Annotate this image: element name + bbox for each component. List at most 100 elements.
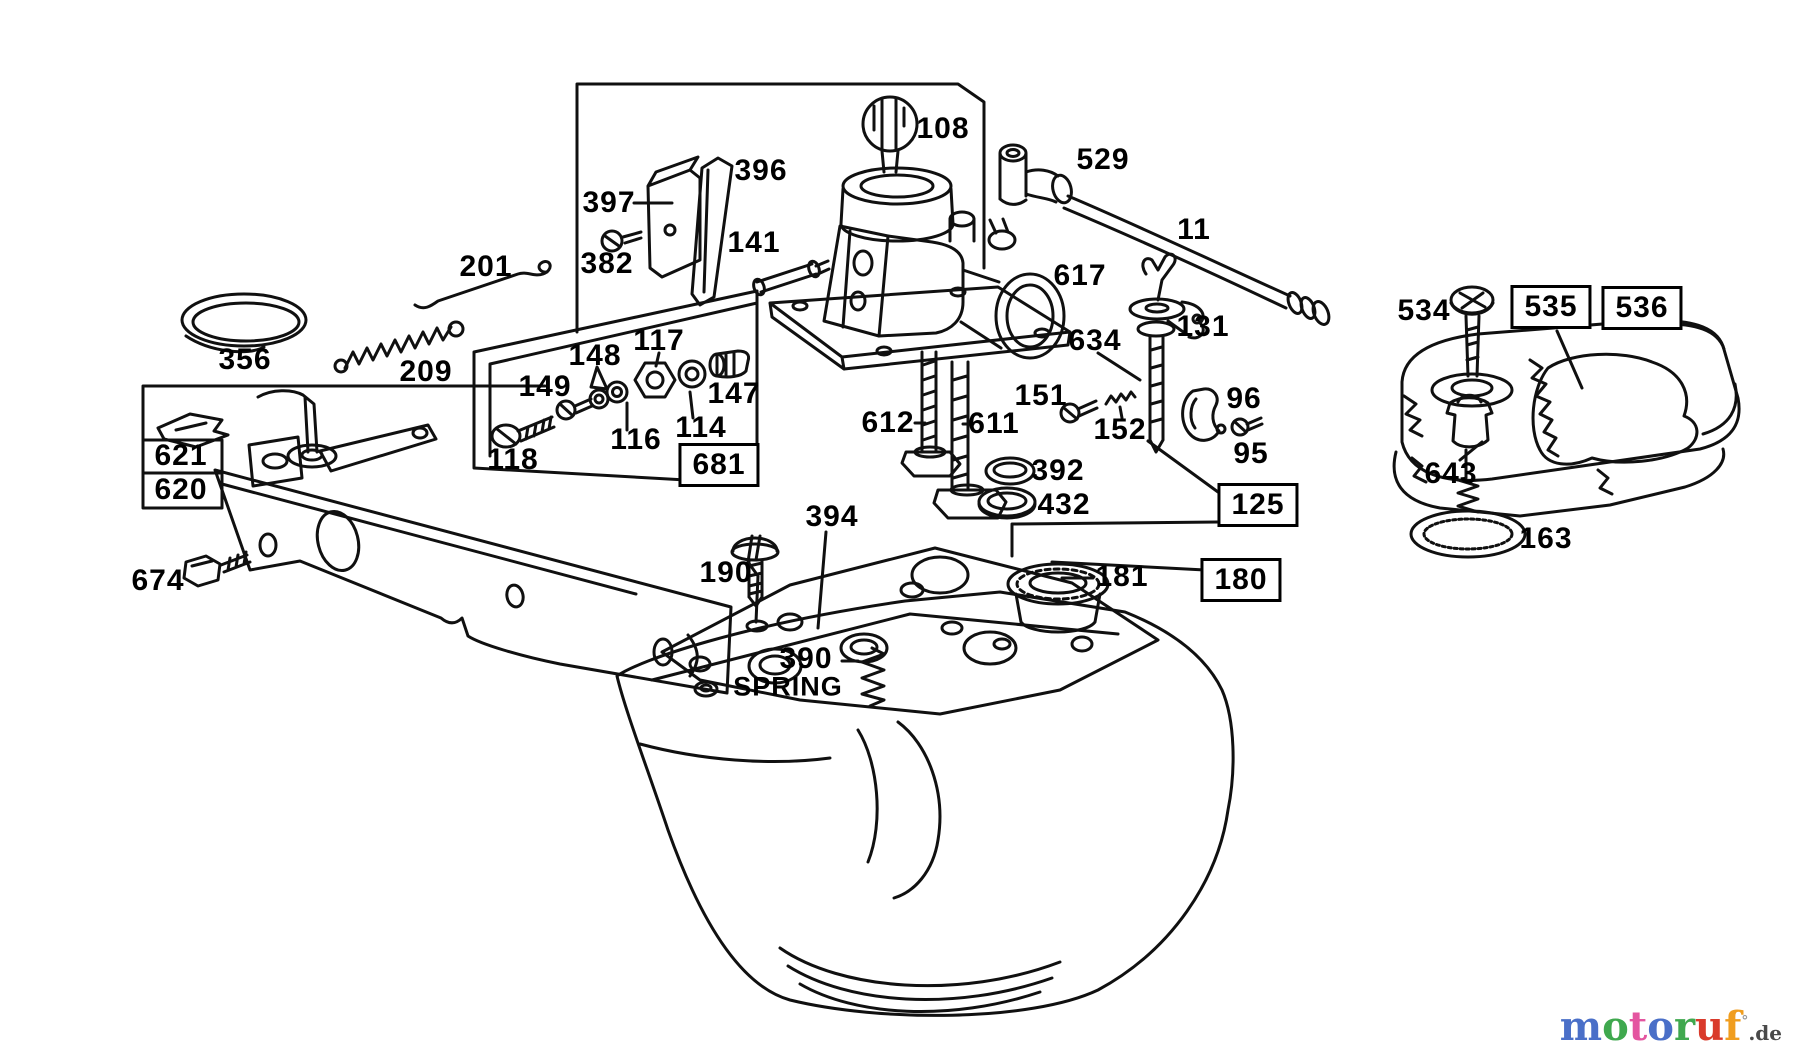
watermark-letter: r (1673, 1003, 1696, 1050)
governor-group-drawing (156, 292, 733, 695)
part-label-643: 643 (1424, 457, 1478, 490)
element-643-drawing (1445, 393, 1494, 449)
part-label-621: 621 (154, 439, 208, 472)
detail-box-top (575, 82, 986, 334)
gasket-163-drawing (1409, 509, 1527, 559)
part-label-114: 114 (675, 411, 727, 444)
part-label-96: 96 (1226, 382, 1262, 415)
watermark-letter: o (1647, 1003, 1674, 1050)
part-label-201: 201 (459, 250, 513, 283)
mounting-gasket-drawing (660, 534, 1160, 716)
screw-151-drawing (1059, 402, 1081, 424)
choke-knob-108-drawing (861, 95, 919, 153)
part-label-535: 535 (1510, 285, 1592, 329)
spring-152-drawing (1104, 390, 1137, 406)
watermark-suffix: .de (1748, 1021, 1782, 1045)
part-label-151: 151 (1014, 379, 1068, 412)
watermark-letter: u (1695, 1003, 1725, 1050)
part-label-394: 394 (805, 500, 859, 533)
bracket-125 (1010, 439, 1220, 558)
part-label-432: 432 (1037, 488, 1091, 521)
part-label-390: 390 (779, 642, 833, 675)
pickup-rod-drawing (746, 534, 762, 624)
screw-382-drawing (600, 229, 624, 253)
part-label-118: 118 (487, 443, 539, 476)
watermark-logo: motoruf°.de (1560, 1007, 1782, 1047)
part-label-190: 190 (699, 556, 753, 589)
detail-box-620 (141, 384, 547, 510)
fuel-pipe-drawing (998, 143, 1331, 326)
gasket-392-drawing (984, 456, 1036, 486)
tank-filler-neck-drawing (1006, 562, 1110, 634)
watermark-mark: ° (1741, 1013, 1749, 1030)
detail-box-681 (472, 289, 759, 486)
part-label-612: 612 (861, 406, 915, 439)
foam-element-535-drawing (1531, 352, 1699, 466)
part-label-163: 163 (1519, 522, 1573, 555)
watermark-letter: m (1559, 1003, 1603, 1050)
bracket-180 (1050, 560, 1207, 572)
strainer-634-drawing (1148, 334, 1165, 454)
part-label-611: 611 (968, 407, 1020, 440)
part-label-spring: SPRING (733, 671, 843, 702)
part-label-392: 392 (1031, 454, 1085, 487)
watermark-letters: motoruf (1560, 1003, 1742, 1050)
screw-149-drawing (555, 399, 577, 421)
bolt-612-drawing (920, 350, 938, 452)
clip-131-drawing (1141, 252, 1177, 302)
part-label-620: 620 (154, 473, 208, 506)
air-cleaner-drawing (1392, 285, 1741, 559)
part-label-141: 141 (727, 226, 781, 259)
governor-lever-drawing (256, 389, 319, 454)
part-label-536: 536 (1601, 286, 1683, 330)
part-label-534: 534 (1397, 294, 1451, 327)
screw-118-drawing (490, 423, 522, 449)
spring-390-drawing (860, 646, 886, 708)
spring-209-drawing (343, 325, 453, 370)
choke-parts-drawing (413, 155, 831, 310)
part-label-152: 152 (1093, 413, 1147, 446)
part-label-149: 149 (518, 370, 572, 403)
screw-190-drawing (731, 536, 779, 553)
part-label-617: 617 (1053, 259, 1107, 292)
part-label-397: 397 (582, 186, 636, 219)
part-label-117: 117 (633, 324, 685, 357)
part-label-116: 116 (610, 423, 662, 456)
screw-95-drawing (1230, 417, 1250, 437)
washer-114-drawing (677, 359, 707, 389)
part-label-180: 180 (1200, 558, 1282, 602)
part-label-634: 634 (1068, 324, 1122, 357)
part-label-131: 131 (1176, 310, 1230, 343)
watermark-letter: o (1602, 1003, 1629, 1050)
part-label-95: 95 (1233, 437, 1269, 470)
throttle-ring-617-drawing (994, 272, 1066, 360)
gasket-432-drawing (977, 486, 1037, 518)
pin-141-drawing (755, 259, 831, 294)
callout-boxes-and-leaders (141, 82, 1584, 663)
part-label-356: 356 (218, 343, 272, 376)
part-label-148: 148 (568, 339, 622, 372)
part-label-396: 396 (734, 154, 788, 187)
nut-117-drawing (633, 361, 677, 399)
strainer-parts-drawing (1059, 252, 1264, 454)
part-label-209: 209 (399, 355, 453, 388)
wire-link-201-drawing (413, 260, 552, 310)
part-label-125: 125 (1217, 483, 1299, 527)
part-label-11: 11 (1177, 213, 1211, 246)
part-label-108: 108 (916, 112, 970, 145)
part-label-181: 181 (1095, 560, 1149, 593)
bolt-674-drawing (182, 554, 222, 588)
carburetor-drawing (768, 95, 1072, 371)
fuel-tank-drawing (615, 590, 1235, 1017)
watermark-letter: t (1628, 1003, 1648, 1050)
part-label-529: 529 (1076, 143, 1130, 176)
needle-valve-kit-drawing (490, 349, 751, 449)
air-cleaner-cover-drawing (1400, 318, 1741, 482)
part-label-382: 382 (580, 247, 634, 280)
control-bracket-drawing (213, 468, 733, 695)
part-label-681: 681 (678, 443, 760, 487)
part-label-674: 674 (131, 564, 185, 597)
